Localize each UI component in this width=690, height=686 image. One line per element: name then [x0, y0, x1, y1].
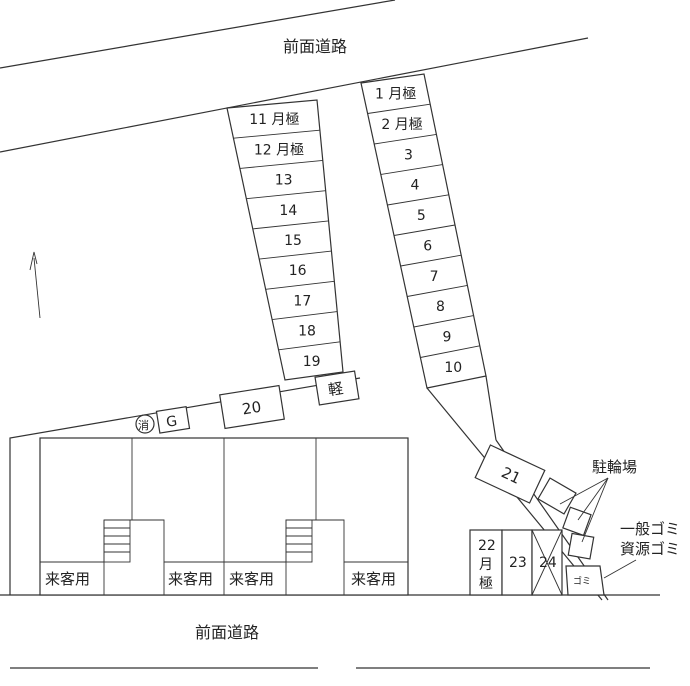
svg-text:ゴミ: ゴミ: [573, 575, 591, 587]
parking-space-24: 24: [531, 529, 563, 596]
left-parking-space-label: 12 月極: [254, 142, 304, 158]
left-parking-column: 11 月極 12 月極 13 14 15 16 17 18 19: [226, 99, 344, 381]
right-parking-space-divider: [387, 194, 449, 206]
stair-left-icon: [103, 519, 131, 563]
svg-text:20: 20: [241, 398, 263, 419]
light-car-space: 軽: [314, 370, 360, 406]
right-parking-space-label: 3: [404, 147, 413, 163]
right-parking-column: 1 月極 2 月極 3 4 5 6 7 8 9 10: [360, 73, 487, 389]
visitor-space-2: 来客用: [168, 570, 213, 588]
left-parking-space-divider: [239, 159, 323, 169]
right-parking-space-divider: [367, 103, 431, 114]
svg-text:22: 22: [478, 538, 496, 554]
right-parking-space-divider: [374, 133, 437, 145]
left-parking-space-label: 19: [303, 354, 321, 370]
right-parking-space-divider: [407, 284, 468, 297]
right-parking-space-label: 1 月極: [375, 87, 416, 103]
top-road-label: 前面道路: [283, 37, 347, 56]
left-parking-space-divider: [246, 190, 326, 200]
trash-area: ゴミ: [565, 565, 605, 596]
visitor-space-3: 来客用: [229, 570, 274, 588]
top-road-lower-edge: [0, 37, 589, 153]
right-parking-space-divider: [380, 164, 443, 175]
right-parking-space-label: 10: [444, 360, 462, 376]
right-parking-space-divider: [420, 345, 480, 358]
visitor-space-1: 来客用: [45, 570, 90, 588]
top-road-upper-edge: [0, 0, 396, 69]
right-parking-space-label: 8: [436, 299, 445, 315]
left-parking-space-label: 13: [275, 173, 293, 189]
left-parking-space-label: 15: [284, 233, 302, 249]
parking-space-22: 22 月 極: [469, 529, 503, 596]
parking-space-21: 21: [474, 444, 546, 504]
left-parking-space-divider: [233, 129, 320, 139]
right-parking-space-divider: [400, 254, 462, 267]
svg-text:G: G: [165, 413, 178, 431]
bottom-road-label: 前面道路: [195, 623, 259, 642]
right-parking-space-label: 4: [410, 178, 419, 194]
left-parking-space-divider: [259, 250, 332, 260]
right-parking-space-label: 2 月極: [381, 117, 422, 133]
trash-pointer: [603, 559, 637, 579]
bicycle-pointer: [559, 477, 609, 505]
right-parking-space-divider: [393, 224, 456, 236]
bicycle-parking-label: 駐輪場: [592, 458, 637, 476]
parking-space-23: 23: [501, 529, 533, 596]
left-parking-space-label: 11 月極: [249, 112, 299, 128]
left-parking-space-divider: [278, 341, 341, 351]
left-parking-space-label: 17: [293, 293, 311, 309]
svg-text:24: 24: [539, 555, 557, 571]
bicycle-parking: [537, 477, 595, 560]
left-parking-space-label: 16: [289, 263, 307, 279]
general-trash-label: 一般ゴミ: [620, 520, 680, 538]
right-parking-space-label: 9: [442, 329, 451, 345]
svg-text:消: 消: [138, 418, 149, 432]
svg-text:月: 月: [479, 557, 493, 573]
left-parking-space-divider: [272, 311, 338, 321]
apartment-building: 来客用 来客用 来客用 来客用: [39, 437, 409, 596]
gas-box: G: [155, 405, 191, 434]
svg-text:軽: 軽: [327, 379, 345, 399]
fire-hydrant: 消: [135, 414, 155, 434]
driveway-edge-right: [485, 375, 497, 441]
recycle-trash-label: 資源ゴミ: [620, 540, 680, 558]
right-parking-space-divider: [413, 315, 474, 328]
left-parking-space-label: 18: [298, 324, 316, 340]
svg-text:23: 23: [509, 555, 527, 571]
left-parking-space-label: 14: [279, 203, 297, 219]
stair-right-icon: [285, 519, 313, 563]
right-parking-space-label: 6: [423, 238, 432, 254]
north-arrow-icon: [29, 251, 41, 319]
parking-space-20: 20: [219, 384, 285, 430]
svg-text:極: 極: [479, 576, 493, 592]
right-parking-space-label: 7: [430, 269, 439, 285]
right-parking-space-label: 5: [417, 208, 426, 224]
left-parking-space-divider: [252, 220, 329, 230]
visitor-space-4: 来客用: [351, 570, 396, 588]
left-parking-space-divider: [265, 280, 335, 290]
